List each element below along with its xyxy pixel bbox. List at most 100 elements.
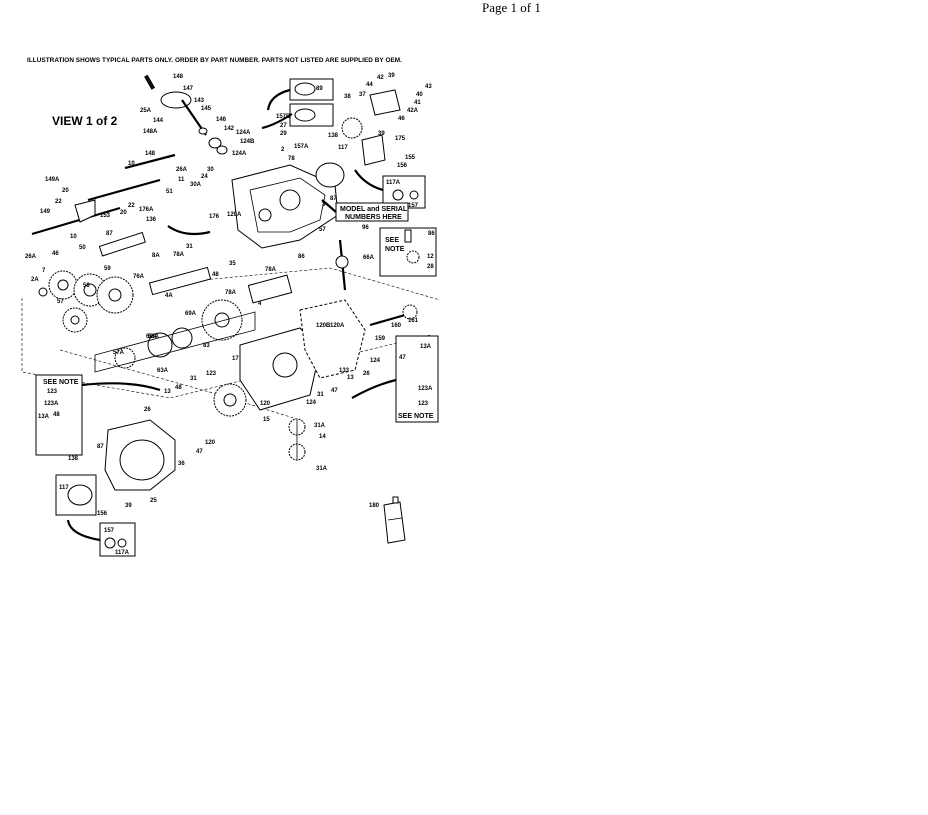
see-note-right-line1: SEE (385, 237, 399, 244)
part-label: 48 (175, 385, 182, 391)
part-label: 159 (375, 336, 386, 342)
part-label: 123A (44, 401, 59, 407)
seal (216, 145, 228, 155)
part-label: 144 (153, 118, 164, 124)
part-label: 8A (152, 253, 160, 259)
arrow-model-serial (321, 199, 337, 213)
pin-86-detail (404, 229, 412, 243)
page-indicator: Page 1 of 1 (482, 0, 541, 15)
housing-bore-2 (258, 208, 272, 222)
bearing-117a-bottom (117, 538, 127, 548)
axle-gear (335, 255, 349, 269)
part-label: 161 (408, 318, 419, 324)
part-label: 87 (97, 444, 104, 450)
part-label: 142 (224, 126, 235, 132)
bearing-2a (38, 287, 48, 297)
seal-157-bottom (104, 537, 116, 549)
part-label: 41 (414, 100, 421, 106)
model-serial-line1: MODEL and SERIAL (340, 206, 408, 213)
part-label: 138 (328, 133, 339, 139)
part-label: 160 (391, 323, 402, 329)
part-label: 123A (418, 386, 433, 392)
part-label: 149 (40, 209, 51, 215)
part-label: 124A (232, 151, 247, 157)
part-label: 47 (399, 355, 406, 361)
part-label: 26 (363, 371, 370, 377)
gasket-outline (299, 299, 366, 379)
part-label: 25A (140, 108, 152, 114)
part-label: 175 (395, 136, 406, 142)
rod-148a (124, 153, 176, 170)
part-label: 133 (339, 368, 350, 374)
part-label: 48 (53, 412, 60, 418)
shift-rod-149 (31, 206, 121, 236)
part-label: 124B (240, 139, 255, 145)
part-label: 148 (173, 74, 184, 80)
part-label: 120 (260, 401, 271, 407)
part-label: 148A (143, 129, 158, 135)
part-label: 40 (416, 92, 423, 98)
part-label: 24 (201, 174, 208, 180)
part-label: 14 (319, 434, 326, 440)
part-label: 2 (281, 147, 285, 153)
part-label: 7 (42, 268, 46, 274)
part-label: 31A (316, 466, 328, 472)
part-label: 117A (386, 180, 401, 186)
part-label: 147 (183, 86, 194, 92)
part-label: 25 (150, 498, 157, 504)
part-label: 39 (125, 503, 132, 509)
part-label: 68A (146, 334, 158, 340)
part-label: 43 (425, 84, 432, 90)
arrow-89-bottom (261, 113, 293, 130)
part-label: 157 (408, 203, 419, 209)
part-label: 57 (57, 299, 64, 305)
part-label: 180 (369, 503, 380, 509)
shift-rod-148 (87, 178, 161, 202)
part-label: 2A (31, 277, 39, 283)
part-label: 50 (79, 245, 86, 251)
oil-bottle (383, 501, 406, 544)
lower-housing-face (119, 439, 165, 481)
part-label: 31 (186, 244, 193, 250)
part-label: 58 (83, 283, 90, 289)
part-label: 37 (359, 92, 366, 98)
part-label: 153 (100, 213, 111, 219)
part-label: 145 (201, 106, 212, 112)
arrow-117a-bottom (66, 519, 101, 542)
bearing-89-top (294, 82, 316, 96)
part-label: 157A (294, 144, 309, 150)
see-note-bottom-right-box (395, 335, 439, 423)
part-label: 149A (45, 177, 60, 183)
part-label: 35 (229, 261, 236, 267)
gasket-bore (272, 352, 298, 378)
shaft-4a (148, 266, 212, 296)
pin-part (144, 74, 156, 90)
housing-bearing-bore (279, 189, 301, 211)
part-label: 117A (115, 550, 130, 556)
part-label: 3 (322, 202, 326, 208)
view-title: VIEW 1 of 2 (52, 114, 118, 128)
part-label: 58A (148, 334, 160, 340)
part-label: 176 (209, 214, 220, 220)
gear-69a-hub (214, 312, 230, 328)
part-label: 46 (52, 251, 59, 257)
arrow-176 (167, 225, 211, 236)
part-label: 123 (47, 389, 58, 395)
gear-57-hub (70, 315, 80, 325)
part-label: 44 (366, 82, 373, 88)
part-label: 39 (388, 73, 395, 79)
part-label: 148 (145, 151, 156, 157)
part-label: 120 (205, 440, 216, 446)
shift-fork (74, 199, 96, 223)
part-label: 47 (331, 388, 338, 394)
flange-bracket-175 (361, 134, 386, 166)
part-label: 31 (190, 376, 197, 382)
part-label: 42 (377, 75, 384, 81)
part-label: 12 (427, 254, 434, 260)
bearing-117a (392, 189, 404, 201)
part-label: 10 (70, 234, 77, 240)
part-label: 26A (176, 167, 188, 173)
part-label: 46 (398, 116, 405, 122)
part-label: 13 (347, 375, 354, 381)
